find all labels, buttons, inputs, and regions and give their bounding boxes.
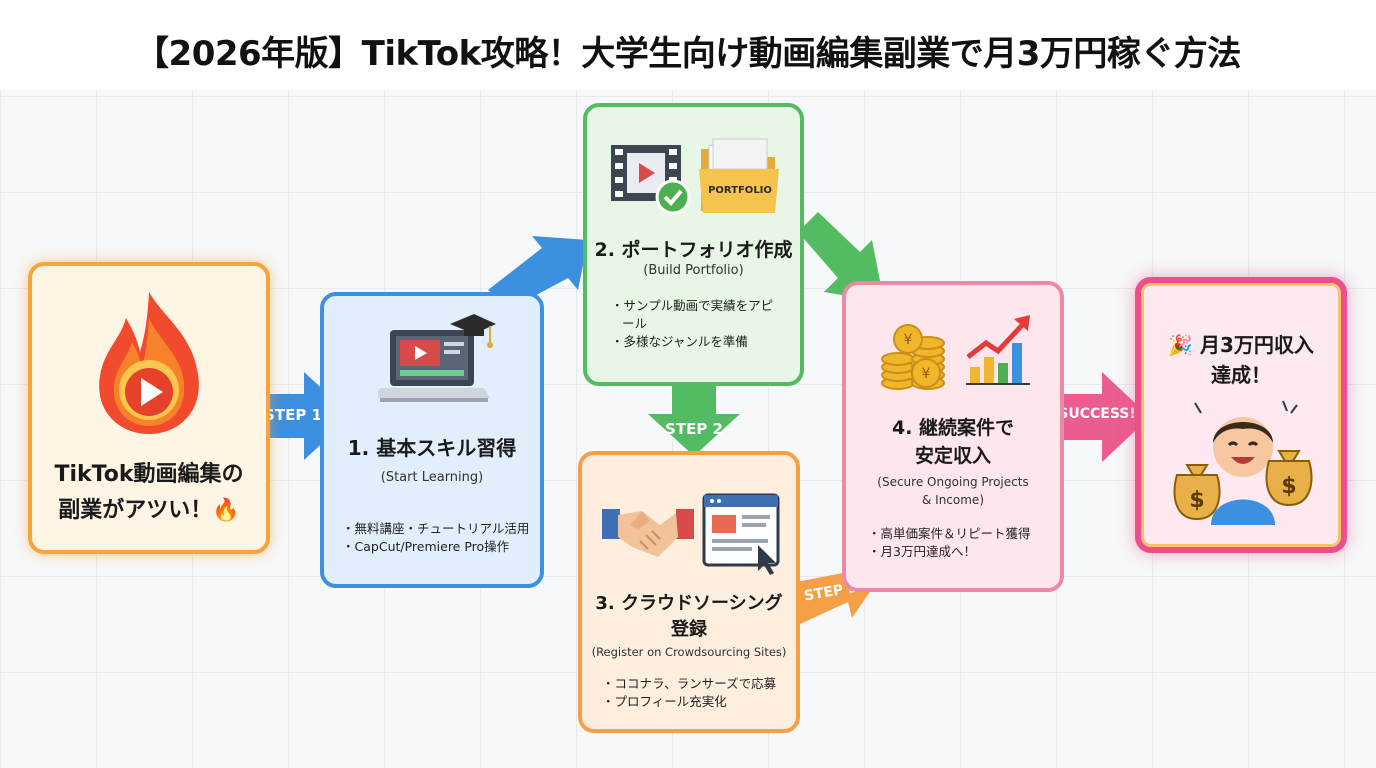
step3-box: 3. クラウドソーシング 登録 (Register on Crowdsourci…: [578, 451, 800, 733]
svg-text:¥: ¥: [904, 332, 913, 348]
step4-subtitle-line1: (Secure Ongoing Projects: [877, 475, 1029, 489]
step4-bullets: 高単価案件＆リピート獲得 月3万円達成へ！: [868, 525, 1058, 561]
step2-subtitle: (Build Portfolio): [643, 263, 744, 278]
step2-to-step4-arrow: [798, 212, 884, 302]
intro-box: TikTok動画編集の 副業がアツい！🔥: [28, 262, 270, 554]
step1-title: 1. 基本スキル習得: [347, 436, 517, 460]
laptop-graduation-cap-icon: [378, 314, 496, 402]
success-arrow-label: SUCCESS!: [1058, 406, 1136, 422]
step1-to-step2-arrow: [488, 236, 588, 308]
svg-text:$: $: [1281, 474, 1296, 499]
growth-chart-icon: [966, 315, 1030, 385]
happy-person-money-bags-icon: $ $: [1173, 400, 1313, 525]
step2-bullets: サンプル動画で実績をアピール 多様なジャンルを準備: [611, 297, 781, 351]
success-arrow: [1046, 372, 1150, 462]
step4-title-line1: 4. 継続案件で: [891, 417, 1015, 439]
list-item: プロフィール充実化: [602, 693, 792, 711]
step1-bullets: 無料講座・チュートリアル活用 CapCut/Premiere Pro操作: [342, 520, 538, 556]
step4-box: ¥ ¥ 4. 継続案件で 安定収入 (Secure Ongoing Projec…: [842, 281, 1064, 592]
portfolio-folder-label: PORTFOLIO: [708, 185, 772, 196]
step1-subtitle: (Start Learning): [380, 470, 484, 485]
goal-line1: 🎉 月3万円収入: [1168, 333, 1314, 357]
svg-text:$: $: [1189, 488, 1204, 513]
list-item: CapCut/Premiere Pro操作: [342, 538, 538, 556]
step2-title: 2. ポートフォリオ作成: [594, 239, 793, 261]
goal-box: 🎉 月3万円収入 達成！ $ $: [1135, 277, 1347, 553]
step3-title-line2: 登録: [671, 619, 707, 640]
fire-play-icon: [99, 292, 199, 434]
intro-line2: 副業がアツい！🔥: [58, 498, 240, 523]
svg-text:¥: ¥: [922, 366, 931, 382]
step2-arrow: [648, 384, 740, 456]
coins-icon: ¥ ¥: [881, 324, 945, 390]
list-item: サンプル動画で実績をアピール: [611, 297, 781, 333]
list-item: 月3万円達成へ！: [868, 543, 1058, 561]
list-item: 多様なジャンルを準備: [611, 333, 781, 351]
list-item: ココナラ、ランサーズで応募: [602, 675, 792, 693]
goal-line2: 達成！: [1211, 363, 1271, 387]
film-check-icon: [611, 145, 691, 215]
step4-subtitle-line2: & Income): [921, 493, 984, 507]
intro-line1: TikTok動画編集の: [54, 462, 244, 487]
step4-title-line2: 安定収入: [914, 445, 991, 467]
step1-arrow-label: STEP 1: [264, 406, 322, 424]
step2-box: PORTFOLIO 2. ポートフォリオ作成 (Build Portfolio)…: [583, 103, 804, 386]
list-item: 高単価案件＆リピート獲得: [868, 525, 1058, 543]
step3-title-line1: 3. クラウドソーシング: [595, 593, 783, 614]
step2-arrow-label: STEP 2: [665, 420, 723, 438]
folder-icon: [699, 138, 779, 213]
list-item: 無料講座・チュートリアル活用: [342, 520, 538, 538]
title-band: [0, 0, 1376, 90]
page-title: 【2026年版】TikTok攻略！大学生向け動画編集副業で月3万円稼ぐ方法: [135, 34, 1241, 74]
handshake-icon: [602, 509, 694, 557]
browser-window-icon: [702, 493, 780, 575]
step3-bullets: ココナラ、ランサーズで応募 プロフィール充実化: [602, 675, 792, 711]
step1-box: 1. 基本スキル習得 (Start Learning) 無料講座・チュートリアル…: [320, 292, 544, 588]
step3-subtitle: (Register on Crowdsourcing Sites): [591, 645, 787, 659]
